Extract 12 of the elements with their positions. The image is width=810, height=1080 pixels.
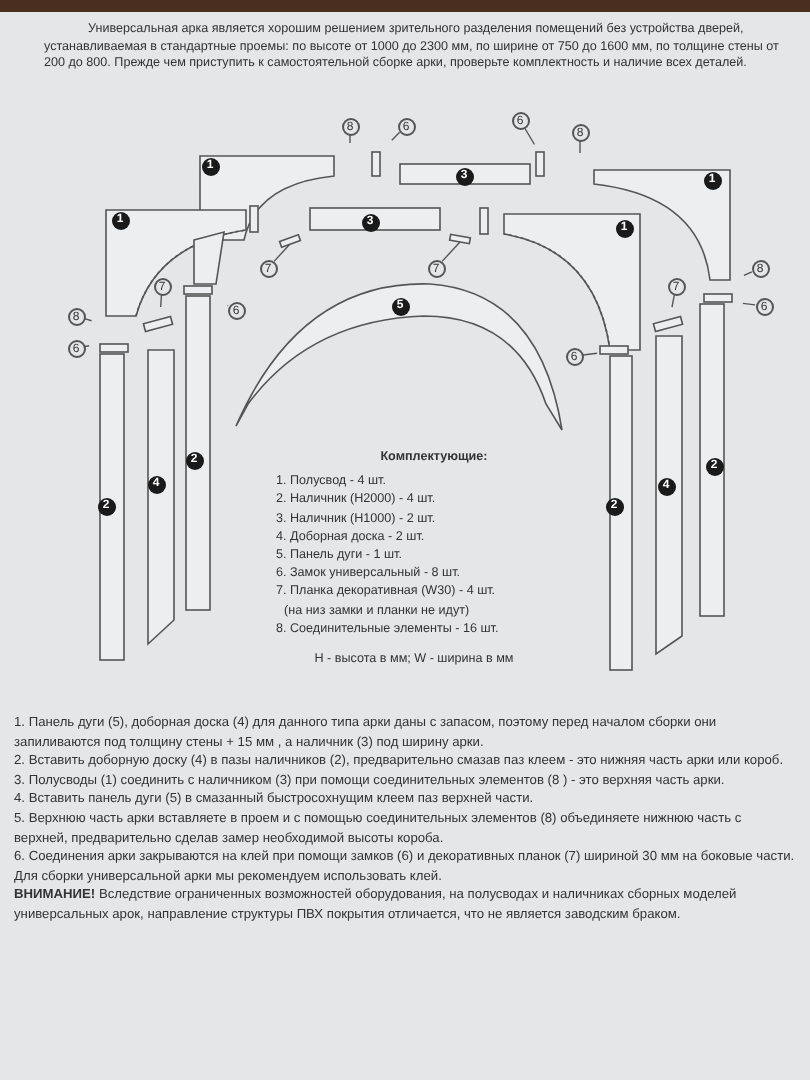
leader-line (273, 243, 291, 263)
plank-part (278, 233, 302, 249)
leader-line (391, 131, 401, 141)
plank-part (448, 233, 472, 245)
leader-line (742, 302, 756, 306)
leader-line (349, 134, 351, 144)
leader-line (743, 271, 753, 277)
leader-line (83, 317, 93, 322)
leader-line (579, 140, 581, 154)
leader-line (160, 294, 163, 308)
leader-line (523, 127, 536, 146)
leader-line (441, 241, 461, 263)
